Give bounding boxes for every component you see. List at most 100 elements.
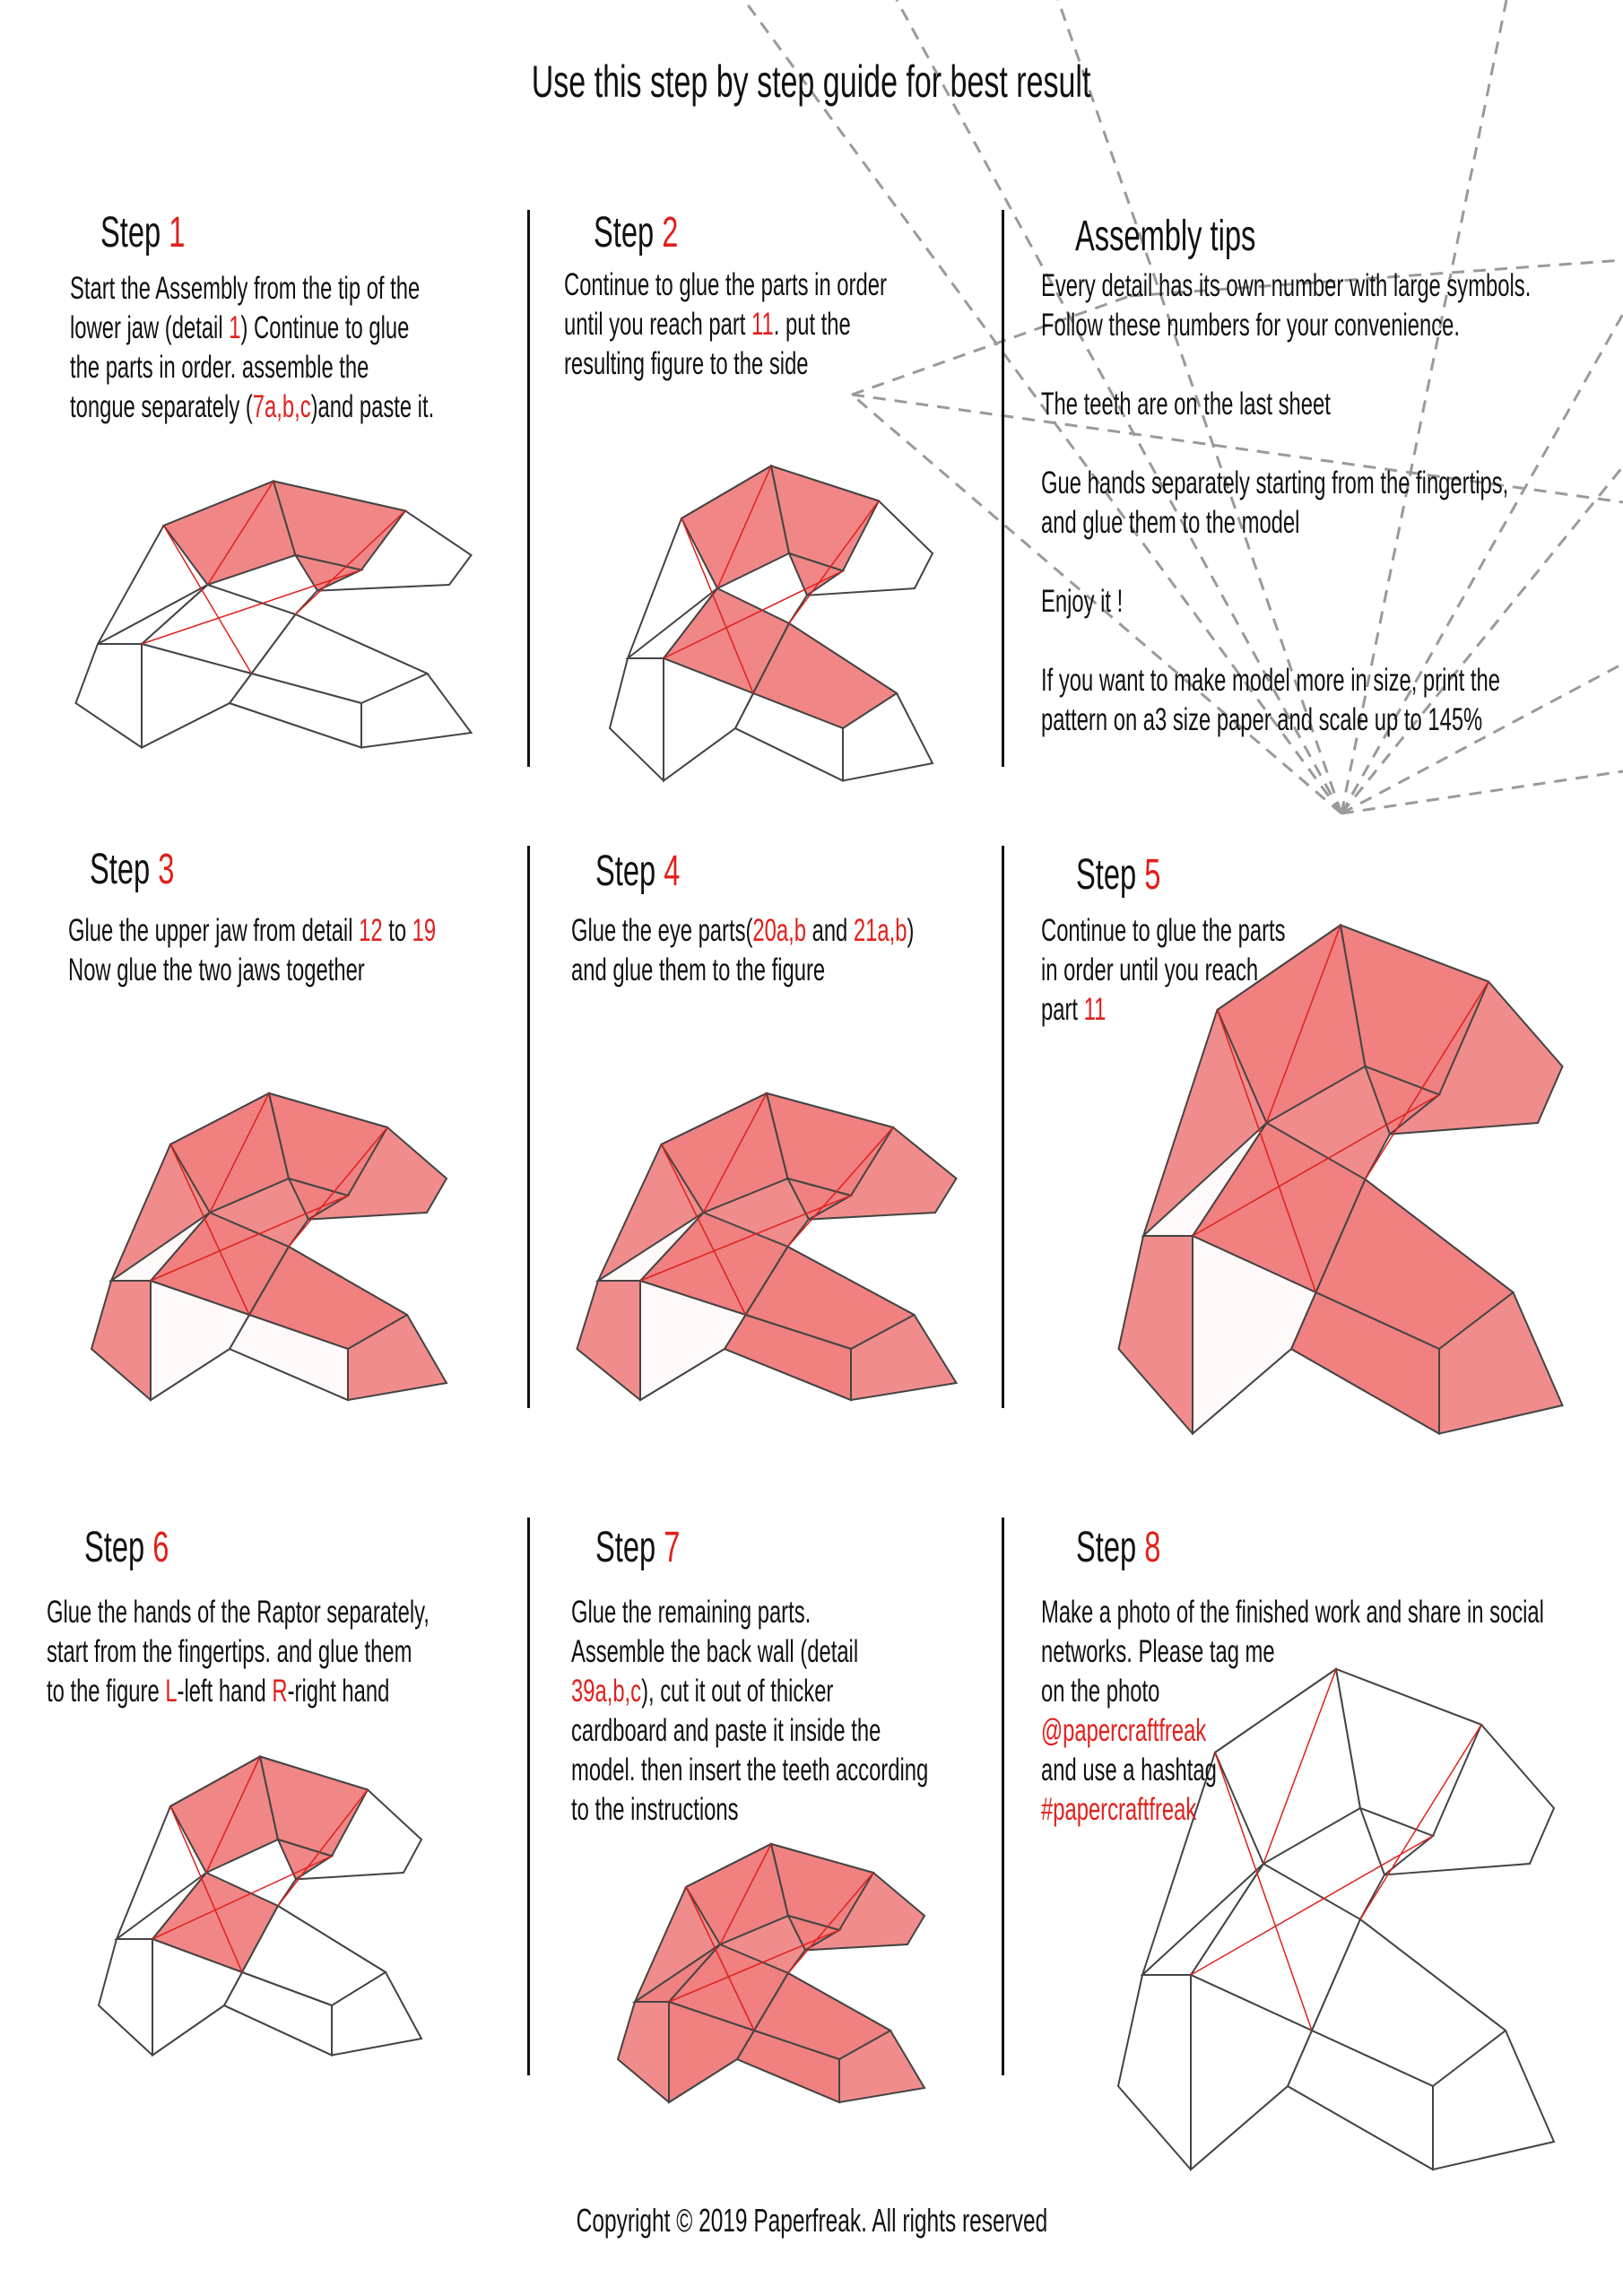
tip-line: pattern on a3 size paper and scale up to…	[1041, 700, 1623, 740]
text-segment: Glue the eye parts(	[571, 913, 753, 948]
step-heading-text: Step 7	[595, 1523, 680, 1572]
step-instructions: Glue the eye parts(20a,b and 21a,b)and g…	[571, 911, 1075, 990]
instruction-line-text: networks. Please tag me	[1041, 1632, 1275, 1672]
step-heading: Step 2	[594, 208, 718, 257]
highlight-text: 21a,b	[853, 913, 907, 948]
fold-line	[278, 1790, 368, 1907]
instruction-line: Glue the eye parts(20a,b and 21a,b)	[571, 911, 1075, 951]
text-segment: -right hand	[287, 1674, 390, 1709]
instruction-line-text: @papercraftfreak	[1041, 1711, 1206, 1751]
paper-facet	[1366, 1066, 1440, 1135]
tip-line-text: pattern on a3 size paper and scale up to…	[1041, 702, 1483, 737]
paper-facet	[664, 658, 753, 781]
highlight-text: 11	[1083, 992, 1107, 1027]
copyright: Copyright © 2019 Paperfreak. All rights …	[0, 2202, 1623, 2239]
paper-facet	[789, 553, 843, 596]
instruction-line-text: Assemble the back wall (detail	[571, 1632, 858, 1672]
instruction-line: Glue the upper jaw from detail 12 to 19	[68, 911, 609, 951]
text-segment: until you reach part	[564, 307, 752, 342]
instruction-line: Start the Assembly from the tip of the	[70, 269, 605, 309]
step-number: 1	[169, 209, 186, 257]
step-number: 6	[152, 1524, 169, 1571]
instruction-line: 39a,b,c), cut it out of thicker	[571, 1672, 1097, 1711]
step-number: 5	[1144, 851, 1161, 899]
instruction-line: resulting figure to the side	[564, 344, 1038, 384]
text-segment: the parts in order. assemble the	[70, 350, 369, 385]
fold-line	[1366, 982, 1489, 1180]
paper-facet	[669, 2002, 754, 2102]
fold-line	[681, 518, 753, 693]
text-segment: ), cut it out of thicker	[641, 1674, 834, 1709]
highlight-text: 39a,b,c	[571, 1674, 642, 1709]
fold-line	[164, 526, 252, 674]
divider	[1002, 846, 1004, 1408]
instruction-line: cardboard and paste it inside the	[571, 1711, 1097, 1751]
text-segment: resulting figure to the side	[564, 346, 809, 381]
tip-line: The teeth are on the last sheet	[1041, 385, 1623, 424]
instruction-line: model. then insert the teeth according	[571, 1751, 1097, 1790]
fold-line	[717, 466, 771, 589]
paper-facet	[788, 1178, 852, 1220]
instruction-line: Assemble the back wall (detail	[571, 1632, 1097, 1672]
instruction-line-text: Make a photo of the finished work and sh…	[1041, 1593, 1544, 1632]
tip-line: and glue them to the model	[1041, 503, 1623, 543]
step-instructions: Make a photo of the finished work and sh…	[1041, 1593, 1623, 1830]
page-title-text: Use this step by step guide for best res…	[532, 57, 1091, 107]
instruction-line-text: 39a,b,c), cut it out of thicker	[571, 1672, 833, 1711]
instruction-line: networks. Please tag me	[1041, 1632, 1623, 1672]
paper-facet	[289, 1178, 348, 1220]
instruction-line: Now glue the two jaws together	[68, 951, 609, 990]
step-label: Step	[1076, 1524, 1137, 1571]
instruction-line-text: to the instructions	[571, 1790, 739, 1830]
text-segment: in order until you reach	[1041, 952, 1259, 987]
instruction-line-text: cardboard and paste it inside the	[571, 1711, 881, 1751]
paper-facet	[142, 644, 252, 748]
text-segment: )	[907, 913, 915, 948]
fold-line	[1360, 1725, 1481, 1919]
text-segment: to the instructions	[571, 1792, 739, 1827]
instruction-line: and glue them to the figure	[571, 951, 1075, 990]
text-segment: Glue the hands of the Raptor separately,	[47, 1595, 430, 1630]
step-label: Step	[90, 846, 151, 893]
fold-line	[640, 1196, 851, 1281]
divider	[527, 210, 530, 767]
instruction-line-text: resulting figure to the side	[564, 344, 809, 384]
paper-facet	[598, 1213, 704, 1281]
step-heading-text: Step 3	[90, 845, 174, 894]
text-segment: on the photo	[1041, 1674, 1160, 1709]
step-heading-text: Step 1	[100, 208, 185, 257]
fold-line	[720, 1844, 771, 1944]
highlight-text: 1	[229, 310, 241, 345]
text-segment: Glue the upper jaw from detail	[68, 913, 360, 948]
step-heading: Step 1	[100, 208, 225, 257]
fold-line	[669, 1930, 839, 2002]
highlight-text: 11	[751, 307, 774, 342]
divider	[1002, 210, 1004, 767]
instruction-line: and use a hashtag	[1041, 1751, 1623, 1790]
instruction-line: lower jaw (detail 1) Continue to glue	[70, 309, 605, 348]
tip-line	[1041, 345, 1623, 385]
fold-line	[704, 1093, 768, 1213]
instruction-line-text: start from the fingertips. and glue them	[47, 1632, 412, 1672]
tip-line-text: If you want to make model more in size, …	[1041, 663, 1500, 698]
tip-line: If you want to make model more in size, …	[1041, 661, 1623, 700]
fold-line	[206, 1757, 260, 1874]
step-instructions: Glue the remaining parts.Assemble the ba…	[571, 1593, 1097, 1830]
fold-line	[1191, 1836, 1433, 1975]
text-segment: lower jaw (detail	[70, 310, 230, 345]
fold-line	[788, 1127, 894, 1247]
tip-line-text: Gue hands separately starting from the f…	[1041, 465, 1509, 500]
instruction-line-text: lower jaw (detail 1) Continue to glue	[70, 309, 409, 348]
instruction-line-text: Glue the remaining parts.	[571, 1593, 811, 1632]
text-segment: networks. Please tag me	[1041, 1634, 1275, 1669]
instruction-line: to the instructions	[571, 1790, 1097, 1830]
instruction-line: in order until you reach	[1041, 951, 1401, 990]
highlight-text: @papercraftfreak	[1041, 1713, 1207, 1748]
paper-facet	[278, 1839, 332, 1879]
paper-facet	[635, 1944, 720, 2002]
paper-facet	[1360, 1808, 1433, 1874]
dinosaur-illustration	[1094, 897, 1587, 1462]
paper-facet	[117, 1873, 206, 1939]
